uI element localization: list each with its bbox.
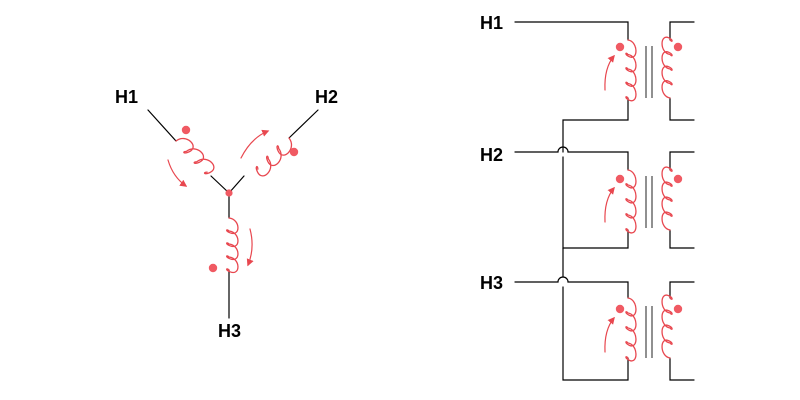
bank-t3-secondary-winding xyxy=(661,294,673,359)
bank-t2-primary-winding xyxy=(625,169,637,234)
wye-label-h2: H2 xyxy=(315,87,338,107)
bank-t3-secondary-bottom xyxy=(669,357,695,381)
bank-t1-secondary-winding xyxy=(661,36,673,99)
wye-current-arrow-h2 xyxy=(240,129,270,159)
bank-t3-return-wire xyxy=(562,286,629,381)
wye-label-h1: H1 xyxy=(115,87,138,107)
bank-t1-core xyxy=(645,46,653,98)
coil-turns xyxy=(661,294,673,359)
wye-current-arrow-h3 xyxy=(246,228,254,267)
coil-turns xyxy=(225,217,239,274)
wye-connection: H1 H2 H3 xyxy=(115,87,338,341)
wye-winding-h2 xyxy=(255,137,293,177)
coil-turns xyxy=(625,39,637,102)
wye-label-h3: H3 xyxy=(218,321,241,341)
wye-polarity-dot-h2 xyxy=(289,147,299,157)
bank-line-h3 xyxy=(514,276,629,299)
bank-t1-secondary-bottom xyxy=(669,97,695,121)
transformer-bank: H1 H2 H3 xyxy=(480,13,695,381)
bank-t1-secondary-dot xyxy=(673,42,683,52)
wye-winding-h1 xyxy=(175,137,215,175)
wye-neutral-link-1 xyxy=(210,175,230,194)
wye-current-arrow-h1 xyxy=(167,159,188,187)
coil-turns xyxy=(255,137,293,177)
wye-neutral-point-dot xyxy=(225,189,233,197)
bank-t3-primary-winding xyxy=(625,297,637,362)
bank-t3-secondary-top xyxy=(669,281,695,299)
bank-line-h1 xyxy=(514,21,629,41)
bank-t1-return-wire xyxy=(562,97,629,153)
wye-lead-h1 xyxy=(147,109,177,142)
bank-t3-current-arrow xyxy=(604,316,615,353)
bank-t2-return-wire xyxy=(562,156,629,249)
bank-t3-core xyxy=(645,306,653,358)
coil-turns xyxy=(625,297,637,362)
bank-t1-current-arrow xyxy=(604,54,615,91)
bank-t2-primary-dot xyxy=(615,174,625,184)
bank-t2-secondary-top xyxy=(669,151,695,171)
coil-turns xyxy=(661,36,673,99)
coil-turns xyxy=(175,137,215,175)
wye-lead-h2 xyxy=(288,109,319,139)
bank-t2-core xyxy=(645,176,653,228)
bank-line-h2 xyxy=(514,146,629,171)
bank-label-h2: H2 xyxy=(480,145,503,165)
bank-t3-primary-dot xyxy=(615,304,625,314)
bank-t1-secondary-top xyxy=(669,21,695,41)
wye-neutral-link-2 xyxy=(228,175,245,194)
coil-turns xyxy=(661,166,673,231)
bank-label-h1: H1 xyxy=(480,13,503,33)
bank-t1-primary-winding xyxy=(625,39,637,102)
bank-t2-secondary-dot xyxy=(673,174,683,184)
bank-t2-current-arrow xyxy=(604,186,615,223)
wye-winding-h3 xyxy=(225,217,239,274)
coil-turns xyxy=(625,169,637,234)
bank-label-h3: H3 xyxy=(480,273,503,293)
wye-polarity-dot-h1 xyxy=(181,125,191,135)
bank-t2-secondary-winding xyxy=(661,166,673,231)
bank-t1-primary-dot xyxy=(615,42,625,52)
wye-polarity-dot-h3 xyxy=(208,263,218,273)
bank-t3-secondary-dot xyxy=(673,304,683,314)
bank-t2-secondary-bottom xyxy=(669,229,695,249)
